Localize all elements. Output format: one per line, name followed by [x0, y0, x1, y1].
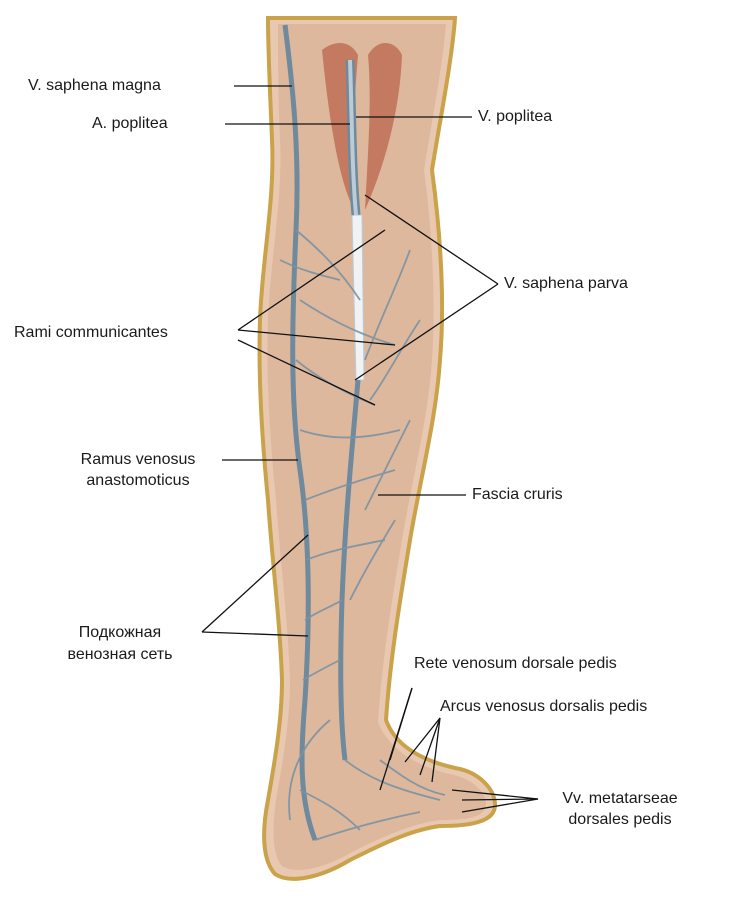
label-v-saphena-magna: V. saphena magna [28, 77, 161, 94]
label-arcus-venosus: Arcus venosus dorsalis pedis [440, 698, 648, 715]
v-saphena-parva-lower [338, 379, 361, 761]
venous-network [279, 229, 446, 841]
label-podkozhnaya-line2: венозная сеть [67, 646, 173, 663]
label-a-poplitea: A. poplitea [92, 115, 168, 132]
label-v-saphena-parva: V. saphena parva [504, 275, 628, 292]
label-rete-venosum: Rete venosum dorsale pedis [414, 655, 617, 672]
label-v-poplitea: V. poplitea [478, 108, 553, 125]
label-vv-metatarseae-line2: dorsales pedis [568, 811, 672, 828]
popliteal-muscle-right [365, 42, 402, 210]
label-ramus-venosus-line2: anastomoticus [86, 472, 190, 489]
label-vv-metatarseae-line1: Vv. metatarseae [562, 790, 678, 807]
label-fascia-cruris: Fascia cruris [472, 486, 563, 503]
label-podkozhnaya-line1: Подкожная [78, 624, 162, 641]
v-saphena-magna-vessel [282, 24, 318, 841]
leg-skin [267, 24, 486, 870]
label-ramus-venosus-line1: Ramus venosus [80, 451, 196, 468]
leader-lines [201, 85, 539, 813]
label-rami-communicantes: Rami communicantes [14, 324, 168, 341]
